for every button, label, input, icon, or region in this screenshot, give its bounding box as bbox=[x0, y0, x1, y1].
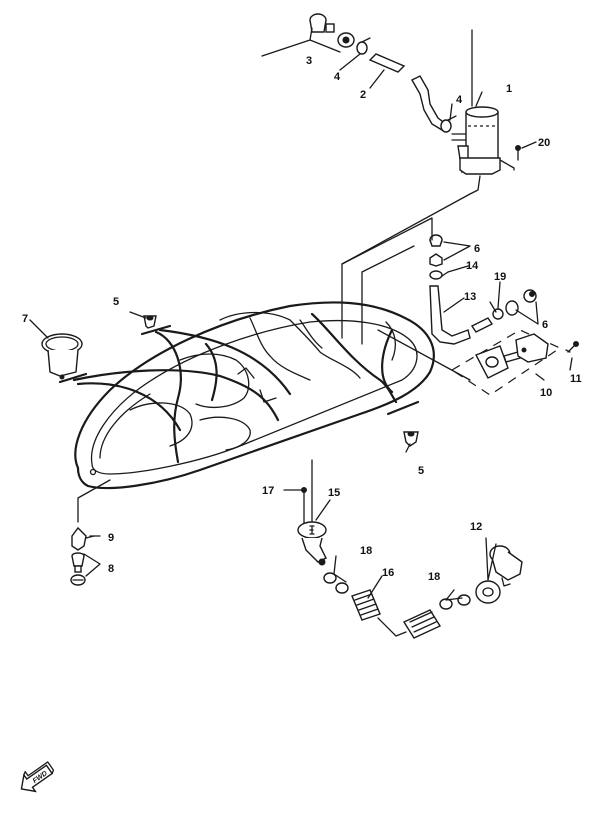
leader-line-hull-pump bbox=[341, 217, 433, 339]
callout-12: 12 bbox=[470, 521, 482, 533]
clamp-18-right bbox=[439, 594, 471, 610]
callout-2: 2 bbox=[360, 89, 366, 101]
leader-line-pump-base bbox=[341, 193, 471, 265]
leader-line-hull-drain bbox=[77, 479, 111, 523]
screw-11 bbox=[565, 341, 579, 353]
callout-5-upper: 5 bbox=[113, 296, 119, 308]
strainer-15 bbox=[297, 521, 327, 566]
fitting-6-upper bbox=[429, 234, 443, 267]
elbow-fitting-9 bbox=[71, 526, 95, 551]
clamp-18-left bbox=[323, 572, 349, 594]
outlet-fitting-12 bbox=[475, 545, 523, 604]
hose-clamp-4-upper bbox=[356, 37, 371, 55]
drain-fitting-3 bbox=[309, 13, 355, 48]
callout-20: 20 bbox=[538, 137, 550, 149]
screw-20 bbox=[515, 145, 521, 161]
hull bbox=[74, 301, 435, 490]
clamp-14 bbox=[429, 270, 449, 280]
plug-5-lower bbox=[403, 431, 419, 447]
callout-18-left: 18 bbox=[360, 545, 372, 557]
callout-3: 3 bbox=[306, 55, 312, 67]
callout-11: 11 bbox=[570, 373, 582, 385]
callout-4-lower: 4 bbox=[456, 94, 463, 106]
hose-clamp-4-lower bbox=[440, 115, 457, 133]
callout-6-lower: 6 bbox=[542, 319, 548, 331]
fwd-arrow-icon: FWD bbox=[20, 761, 55, 793]
callout-18-right: 18 bbox=[428, 571, 440, 583]
leader-line-hull-switch bbox=[361, 245, 415, 345]
callout-8: 8 bbox=[108, 563, 114, 575]
plug-5-upper bbox=[143, 315, 157, 329]
hose-2 bbox=[368, 53, 447, 131]
callout-19: 19 bbox=[494, 271, 506, 283]
callout-16: 16 bbox=[382, 567, 394, 579]
callout-7: 7 bbox=[22, 313, 28, 325]
clip-19 bbox=[489, 301, 504, 320]
callout-14: 14 bbox=[466, 260, 479, 272]
cup-holder-7 bbox=[41, 333, 83, 380]
leader-line-hull-side bbox=[377, 329, 471, 381]
fitting-6-lower bbox=[505, 289, 537, 316]
callout-15: 15 bbox=[328, 487, 340, 499]
hose-13 bbox=[429, 285, 494, 345]
callout-13: 13 bbox=[464, 291, 476, 303]
callout-4-upper: 4 bbox=[334, 71, 341, 83]
callout-9: 9 bbox=[108, 532, 114, 544]
callout-labels: 1 2 3 4 4 5 5 6 6 7 8 9 10 11 12 13 14 1… bbox=[22, 55, 582, 583]
callout-6-upper: 6 bbox=[474, 243, 480, 255]
switch-assembly-10 bbox=[450, 329, 562, 396]
fwd-label: FWD bbox=[32, 770, 49, 785]
callout-10: 10 bbox=[540, 387, 552, 399]
screw-17 bbox=[301, 487, 307, 527]
bilge-pump-1 bbox=[451, 106, 515, 195]
leader-lines bbox=[29, 27, 573, 601]
callout-17: 17 bbox=[262, 485, 274, 497]
callout-5-lower: 5 bbox=[418, 465, 424, 477]
drain-plug-8 bbox=[70, 552, 86, 586]
callout-1: 1 bbox=[506, 83, 512, 95]
corrugated-hose-16 bbox=[351, 589, 442, 639]
straps bbox=[58, 312, 420, 464]
